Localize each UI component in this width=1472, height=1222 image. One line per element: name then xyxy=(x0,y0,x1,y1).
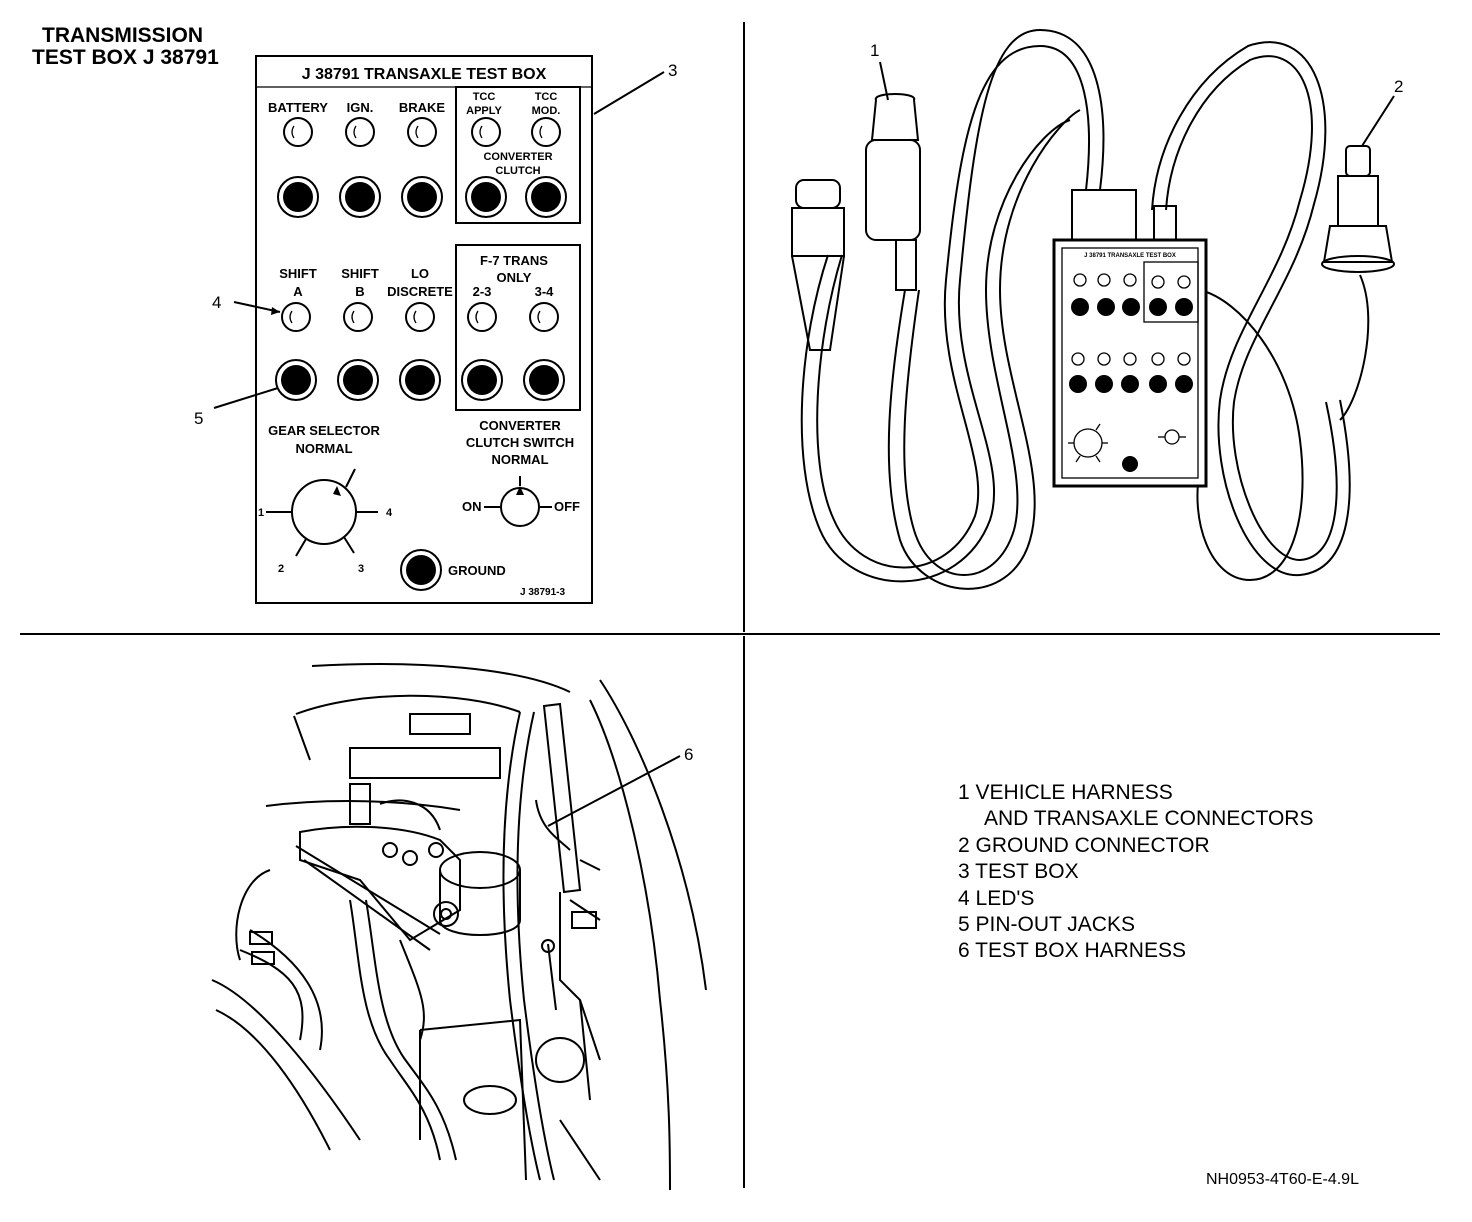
callout-6: 6 xyxy=(547,745,693,827)
legend-item-3: 3 TEST BOX xyxy=(958,860,1079,883)
harness-photo: J 38791 TRANSAXLE TEST BOX xyxy=(791,28,1395,590)
svg-text:5: 5 xyxy=(194,409,203,428)
ground-jack xyxy=(400,549,442,591)
converter-clutch-switch xyxy=(484,476,552,527)
callout-3: 3 xyxy=(593,61,677,115)
panel-title-line-1: TRANSMISSION xyxy=(42,24,203,47)
gear-selector-knob xyxy=(266,468,378,557)
label-f7-trans-2: ONLY xyxy=(497,270,532,285)
test-box-title: J 38791 TRANSAXLE TEST BOX xyxy=(302,66,547,83)
svg-text:6: 6 xyxy=(684,745,693,764)
gear-pos-4: 4 xyxy=(386,507,393,519)
label-shift-b-2: B xyxy=(355,284,364,299)
label-converter-clutch-2: CLUTCH xyxy=(495,165,540,177)
label-lo-discrete-1: LO xyxy=(411,266,429,281)
part-number: J 38791-3 xyxy=(520,587,565,598)
label-f7-trans-1: F-7 TRANS xyxy=(480,253,548,268)
f7-group-box xyxy=(455,244,581,411)
callout-5: 5 xyxy=(194,387,279,428)
jack-row-2 xyxy=(275,359,565,401)
legend-item-1-cont: AND TRANSAXLE CONNECTORS xyxy=(984,807,1313,830)
svg-text:3: 3 xyxy=(668,61,677,80)
panel-title-line-2: TEST BOX J 38791 xyxy=(32,46,219,69)
legend-item-4: 4 LED'S xyxy=(958,887,1034,910)
label-switch-off: OFF xyxy=(554,499,580,514)
callout-1: 1 xyxy=(870,41,889,101)
label-tcc-mod-1: TCC xyxy=(535,91,558,103)
label-shift-a-1: SHIFT xyxy=(279,266,317,281)
label-tcc-mod-2: MOD. xyxy=(532,105,561,117)
svg-text:4: 4 xyxy=(212,293,221,312)
legend-item-6: 6 TEST BOX HARNESS xyxy=(958,939,1186,962)
legend-item-1: 1 VEHICLE HARNESS xyxy=(958,781,1173,804)
label-ground: GROUND xyxy=(448,563,506,578)
engine-bay-drawing xyxy=(211,663,707,1191)
gear-pos-2: 2 xyxy=(278,563,284,575)
label-converter-switch-3: NORMAL xyxy=(491,452,548,467)
callout-4: 4 xyxy=(212,293,281,315)
test-box-face: J 38791 TRANSAXLE TEST BOX BATTERY IGN. … xyxy=(255,55,593,604)
label-converter-switch-2: CLUTCH SWITCH xyxy=(466,435,574,450)
svg-text:2: 2 xyxy=(1394,77,1403,96)
label-f7-2-3: 2-3 xyxy=(473,284,492,299)
tcc-group-box xyxy=(455,86,581,224)
mini-box-title: J 38791 TRANSAXLE TEST BOX xyxy=(1084,253,1176,259)
label-battery: BATTERY xyxy=(268,100,328,115)
legend: 1 VEHICLE HARNESS AND TRANSAXLE CONNECTO… xyxy=(958,781,1313,962)
led-row-1 xyxy=(283,117,561,147)
led-row-2 xyxy=(281,302,559,332)
label-tcc-apply-1: TCC xyxy=(473,91,496,103)
legend-item-5: 5 PIN-OUT JACKS xyxy=(958,913,1135,936)
label-brake: BRAKE xyxy=(399,100,446,115)
label-shift-a-2: A xyxy=(293,284,303,299)
label-ign: IGN. xyxy=(347,100,374,115)
svg-text:1: 1 xyxy=(870,41,879,60)
label-switch-on: ON xyxy=(462,499,482,514)
label-shift-b-1: SHIFT xyxy=(341,266,379,281)
label-tcc-apply-2: APPLY xyxy=(466,105,502,117)
label-converter-clutch-1: CONVERTER xyxy=(483,151,552,163)
figure-code: NH0953-4T60-E-4.9L xyxy=(1206,1171,1359,1188)
jack-row-1 xyxy=(277,176,567,218)
label-lo-discrete-2: DISCRETE xyxy=(387,284,453,299)
callout-2: 2 xyxy=(1361,77,1403,147)
gear-pos-3: 3 xyxy=(358,563,364,575)
label-gear-selector-1: GEAR SELECTOR xyxy=(268,423,380,438)
gear-pos-1: 1 xyxy=(258,507,264,519)
label-gear-selector-2: NORMAL xyxy=(295,441,352,456)
label-f7-3-4: 3-4 xyxy=(535,284,555,299)
mini-box-controls xyxy=(1068,273,1193,472)
label-converter-switch-1: CONVERTER xyxy=(479,418,561,433)
panel-dividers xyxy=(20,22,1440,1188)
legend-item-2: 2 GROUND CONNECTOR xyxy=(958,834,1210,857)
